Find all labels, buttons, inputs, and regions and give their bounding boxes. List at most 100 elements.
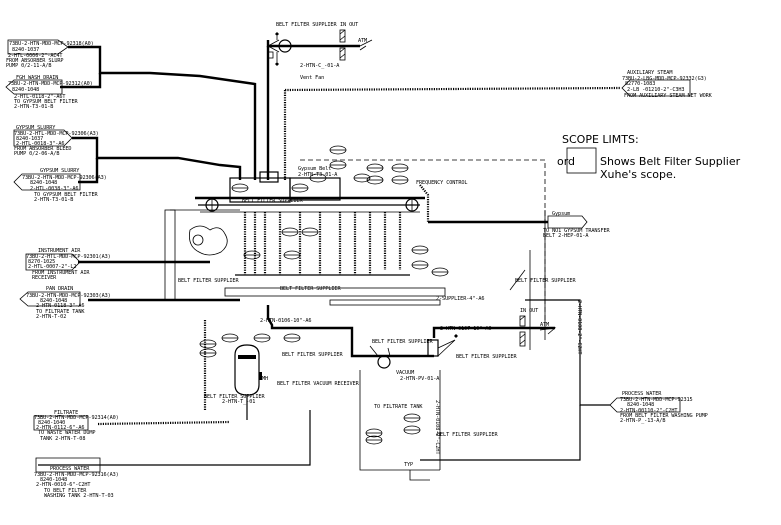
scope-legend: SCOPE LIMTS: ord Shows Belt Filter Suppl… bbox=[557, 133, 741, 181]
svg-text:8240-1048: 8240-1048 bbox=[40, 477, 67, 483]
flag-instrument-air bbox=[25, 253, 81, 271]
frame-left bbox=[164, 209, 176, 301]
label-supplier-left: BELT FILTER SUPPLIER bbox=[178, 278, 239, 284]
svg-text:TO GYPSUM BELT FILTER: TO GYPSUM BELT FILTER bbox=[34, 192, 98, 198]
filtrate-pipe bbox=[97, 420, 231, 426]
label-supplier-lower-left: BELT FILTER SUPPLIER bbox=[204, 394, 265, 400]
instrument-bubbles bbox=[199, 145, 449, 445]
manhole-icon bbox=[259, 372, 262, 380]
label-vacuum: VACUUM bbox=[396, 370, 414, 376]
label-atm-mid: ATM bbox=[540, 322, 549, 328]
svg-text:73BU-2-HTN-MDD-MCP-92318(A0): 73BU-2-HTN-MDD-MCP-92318(A0) bbox=[9, 41, 94, 47]
svg-text:2-HTL-0006-2"-AC4T: 2-HTL-0006-2"-AC4T bbox=[8, 53, 62, 59]
legend-title: SCOPE LIMTS: bbox=[562, 133, 639, 146]
svg-text:2-HTN-P_-13-A/B: 2-HTN-P_-13-A/B bbox=[620, 418, 665, 424]
flag-absorber-slurry bbox=[7, 39, 69, 55]
scope-boundaries bbox=[164, 159, 546, 471]
svg-text:73BU-2-HTN-MDD-MCP-92312(A0): 73BU-2-HTN-MDD-MCP-92312(A0) bbox=[8, 81, 93, 87]
flag-pan-drain bbox=[19, 291, 81, 307]
svg-text:WASHING TANK 2-HTN-T-03: WASHING TANK 2-HTN-T-03 bbox=[44, 493, 114, 499]
svg-text:2-HTN-0118-3"-A6: 2-HTN-0118-3"-A6 bbox=[36, 303, 84, 309]
scope-dash-top bbox=[300, 159, 546, 320]
vacuum-main-pipe bbox=[266, 305, 420, 358]
label-belt-filter-supplier-main: BELT FILTER SUPPLIER bbox=[242, 198, 303, 204]
svg-text:TO BELT FILTER: TO BELT FILTER bbox=[44, 488, 87, 494]
svg-text:73BU-2-HTL-MDD-MCP-92301(A3): 73BU-2-HTL-MDD-MCP-92301(A3) bbox=[26, 254, 111, 260]
feed-box-right bbox=[289, 177, 341, 201]
svg-text:RECEIVER: RECEIVER bbox=[32, 275, 57, 281]
legend-line1: Shows Belt Filter Supplier bbox=[600, 155, 741, 168]
label-vent-fan-tag: 2-HTN-C_-01-A bbox=[300, 63, 340, 69]
svg-text:73BU-2-LBG-MDD-MCP-92332(G3): 73BU-2-LBG-MDD-MCP-92332(G3) bbox=[622, 76, 707, 82]
label-vent-fan: Vent Fan bbox=[300, 75, 324, 81]
label-atm-top: ATM bbox=[358, 38, 367, 44]
legend-box bbox=[566, 147, 597, 174]
svg-text:PROCESS WATER: PROCESS WATER bbox=[50, 466, 90, 472]
gypsum-discharge bbox=[419, 184, 430, 222]
svg-text:TANK 2-HTN-T-08: TANK 2-HTN-T-08 bbox=[40, 436, 85, 442]
label-in-out-mid: IN OUT bbox=[520, 308, 538, 314]
label-vacuum-receiver-tag: 2-HTN-T_-01 bbox=[222, 399, 255, 405]
process-water-out-pipe bbox=[38, 410, 311, 466]
label-line-0106: 2-HTN-0106-10"-A6 bbox=[260, 318, 311, 324]
svg-text:8240-1048: 8240-1048 bbox=[30, 180, 57, 186]
svg-text:2-LB -01210-2"-C3H3: 2-LB -01210-2"-C3H3 bbox=[627, 87, 684, 93]
legend-line2: Xuhe's scope. bbox=[600, 168, 676, 181]
left-flags bbox=[5, 39, 101, 473]
svg-text:FILTRATE: FILTRATE bbox=[54, 410, 78, 416]
svg-text:TO GYPSUM BELT FILTER: TO GYPSUM BELT FILTER bbox=[14, 99, 78, 105]
flag-process-water-in bbox=[609, 397, 681, 413]
drain-trough bbox=[329, 299, 441, 306]
process-water-in-pipe bbox=[525, 299, 610, 406]
svg-text:2-HTL-0118-2"-A6T: 2-HTL-0118-2"-A6T bbox=[14, 94, 65, 100]
vent-fan bbox=[267, 29, 373, 66]
atm-vent-icon-mid bbox=[539, 327, 557, 335]
label-vacuum-tag: 2-HTN-PV-01-A bbox=[400, 376, 440, 382]
svg-text:2-HTL-0018-3"-A6: 2-HTL-0018-3"-A6 bbox=[16, 141, 64, 147]
in-out-spool-mid bbox=[519, 315, 557, 347]
svg-text:TO WASTE WATER DUMP: TO WASTE WATER DUMP bbox=[38, 430, 95, 436]
label-vertical-line: 2-HTN-0108-2"-C2HT bbox=[576, 300, 582, 354]
label-supplier-lower-right: BELT FILTER SUPPLIER bbox=[437, 432, 498, 438]
svg-text:82770-1083: 82770-1083 bbox=[625, 81, 655, 87]
svg-text:TO FILTRATE TANK: TO FILTRATE TANK bbox=[36, 309, 85, 315]
flag-filtrate bbox=[33, 415, 89, 431]
right-connection-texts: AUXILIARY STEAM 73BU-2-LBG-MDD-MCP-92332… bbox=[543, 70, 713, 424]
label-line-supplier-a6: 2-SUPPLIER-4"-A6 bbox=[436, 296, 484, 302]
flag-gypsum-out bbox=[547, 215, 588, 229]
svg-text:2-HTN-00110-2"-C2HT: 2-HTN-00110-2"-C2HT bbox=[620, 408, 677, 414]
label-vacuum-receiver: BELT FILTER VACUUM RECEIVER bbox=[277, 381, 360, 387]
label-vent-supplier: BELT FILTER SUPPLIER bbox=[276, 22, 337, 28]
flag-process-water-out bbox=[35, 457, 101, 473]
svg-text:PUMP 0/2-06-A/B: PUMP 0/2-06-A/B bbox=[14, 151, 59, 157]
main-piping bbox=[38, 40, 621, 466]
svg-text:AUXILIARY STEAM: AUXILIARY STEAM bbox=[627, 70, 672, 76]
label-frequency-control: FREQUENCY CONTROL bbox=[416, 180, 467, 186]
label-supplier-pump: BELT FILTER SUPPLIER bbox=[372, 339, 433, 345]
flag-gypsum-slurry-out bbox=[13, 173, 81, 191]
feed-box-top bbox=[259, 171, 279, 183]
wash-trough bbox=[224, 287, 446, 297]
svg-text:2-HTN-T-02: 2-HTN-T-02 bbox=[36, 314, 66, 320]
vacuum-pump-icon bbox=[377, 355, 391, 369]
svg-text:FROM AUXILIARY STEAM NET WORK: FROM AUXILIARY STEAM NET WORK bbox=[624, 93, 713, 99]
svg-text:GYPSUM SLURRY: GYPSUM SLURRY bbox=[16, 125, 56, 131]
svg-text:73BU-2-HTN-MDD-MCP-92315: 73BU-2-HTN-MDD-MCP-92315 bbox=[620, 397, 693, 403]
svg-text:PUMP 0/2-11-A/B: PUMP 0/2-11-A/B bbox=[6, 63, 51, 69]
left-connection-texts: 73BU-2-HTN-MDD-MCP-92318(A0) 8240-1037 2… bbox=[6, 41, 119, 499]
vacuum-pump bbox=[369, 334, 458, 481]
flag-auxiliary-steam bbox=[621, 79, 691, 97]
atm-vent-icon bbox=[359, 39, 373, 51]
label-mh: MH bbox=[262, 376, 268, 382]
belt-filter bbox=[189, 171, 446, 306]
svg-text:FROM INSTRUMENT AIR: FROM INSTRUMENT AIR bbox=[32, 270, 90, 276]
process-water-lower bbox=[420, 405, 581, 461]
svg-text:FROM ABSORBER BLEED: FROM ABSORBER BLEED bbox=[14, 146, 71, 152]
svg-text:FROM ABSORBER SLURP: FROM ABSORBER SLURP bbox=[6, 58, 63, 64]
svg-text:FROM BELT FILTER WASHING PUMP: FROM BELT FILTER WASHING PUMP bbox=[620, 413, 708, 419]
svg-text:8240-1048: 8240-1048 bbox=[627, 402, 654, 408]
svg-text:INSTRUMENT AIR: INSTRUMENT AIR bbox=[38, 248, 81, 254]
label-to-filtrate-tank: TO FILTRATE TANK bbox=[374, 404, 423, 410]
svg-text:Gypsum: Gypsum bbox=[552, 211, 570, 217]
